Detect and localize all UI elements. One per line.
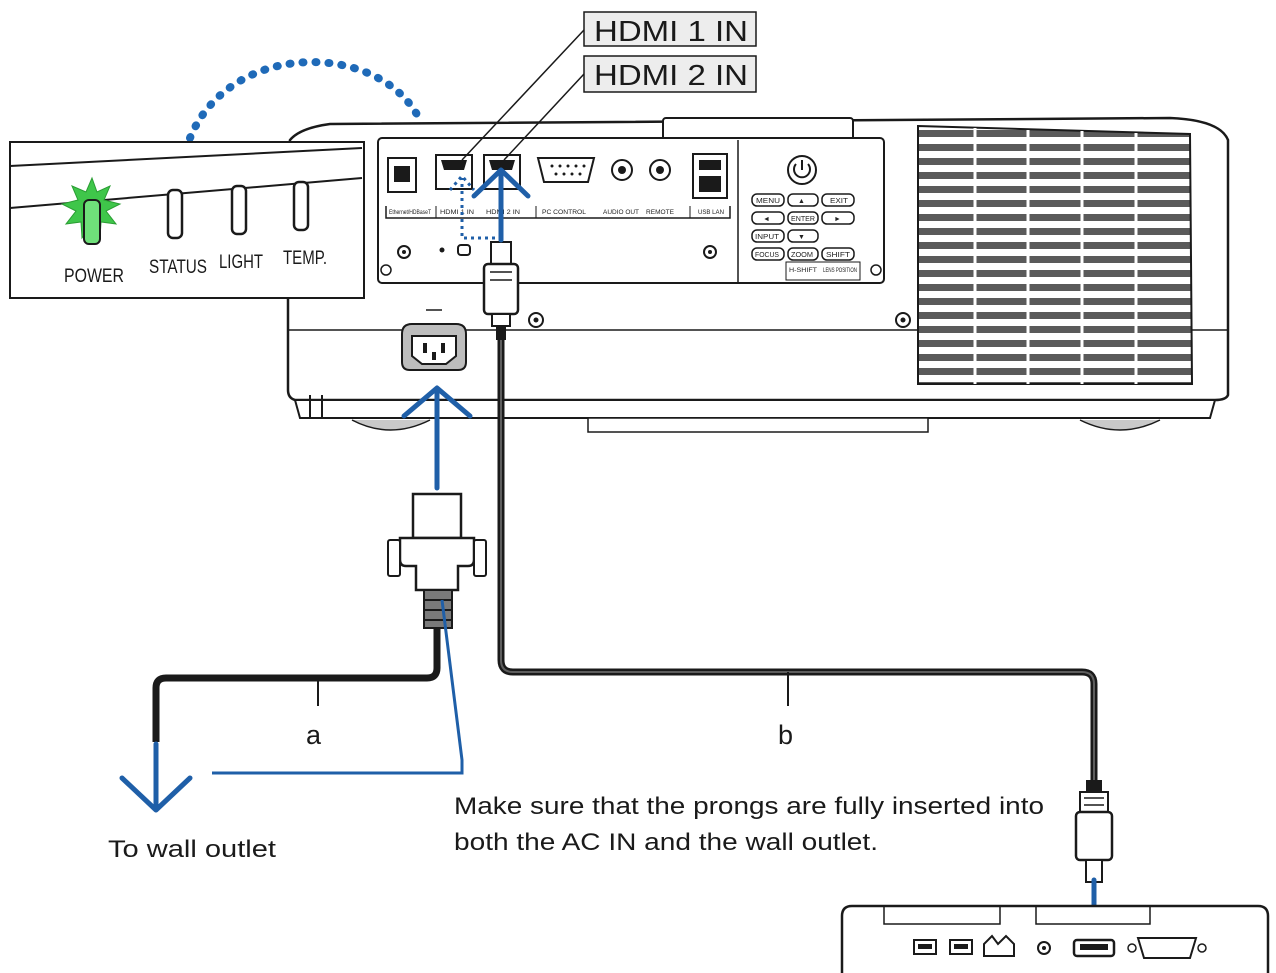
status-label: STATUS [149,257,207,278]
cable-b-label: b [778,720,793,750]
light-label: LIGHT [219,252,263,273]
hdmi-plug-top [482,241,520,340]
dotted-arc [186,58,424,142]
light-led [230,184,248,236]
wall-outlet-label: To wall outlet [108,836,276,863]
key-input: INPUT [755,234,780,241]
hshift-label: H-SHIFT [789,268,817,274]
cable-a-label: a [306,720,322,750]
key-shift: SHIFT [826,252,851,259]
prongs-note-line1: Make sure that the prongs are fully inse… [454,793,1044,820]
key-focus: FOCUS [755,252,779,259]
power-label: POWER [64,266,124,287]
hdmi-callouts: HDMI 1 IN HDMI 2 IN [461,11,757,161]
prongs-pointer-line [212,599,464,775]
key-zoom: ZOOM [791,252,813,259]
temp-label: TEMP. [283,248,327,269]
key-up: ▲ [798,198,805,205]
power-led [83,199,101,245]
power-plug [387,492,487,629]
pc-control-port [536,157,596,183]
hdmi1-port-label: HDMI 1 IN [440,210,474,216]
key-left: ◄ [763,216,770,223]
key-menu: MENU [756,198,780,205]
hdmi-plug-bottom [1074,780,1114,883]
status-led [166,188,184,240]
laptop [840,904,1270,973]
indicator-panel: POWER STATUS LIGHT TEMP. [9,141,365,299]
key-down: ▼ [798,234,805,241]
hdmi1-callout: HDMI 1 IN [594,16,748,48]
hdmi1-dotted-arrow [448,173,495,240]
ethernet-label: Ethernet/HDBaseT [389,210,431,216]
key-right: ► [834,216,841,223]
audio-out-label: AUDIO OUT [603,210,639,216]
usb-lan-label: USB LAN [698,210,724,216]
control-keypad: MENU ▲ EXIT ◄ ENTER ► INPUT ▼ FOCUS ZOOM… [751,155,861,281]
vent-grille [917,124,1194,385]
prongs-note-line2: both the AC IN and the wall outlet. [454,829,878,856]
lens-position-label: LENS POSITION [823,268,857,274]
temp-led [292,180,310,232]
cable-a [152,628,441,742]
pc-control-label: PC CONTROL [542,210,587,216]
key-enter: ENTER [791,216,815,223]
hdmi2-callout: HDMI 2 IN [594,60,748,92]
ac-inlet [401,309,467,371]
remote-label: REMOTE [646,210,674,216]
key-exit: EXIT [830,198,849,205]
